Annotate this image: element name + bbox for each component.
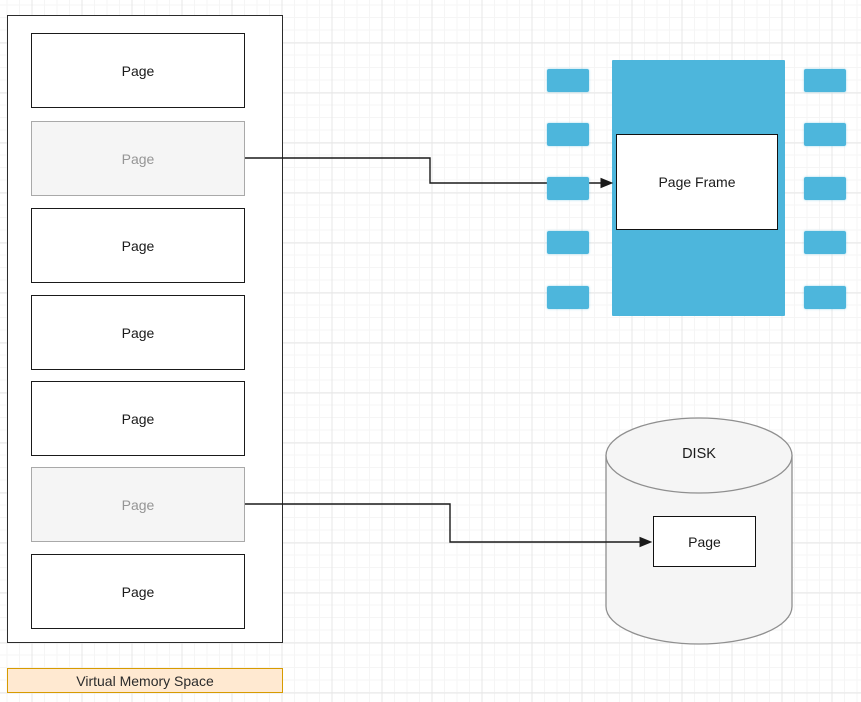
vm-page-5: Page	[31, 381, 245, 456]
page-frame-box: Page Frame	[616, 134, 778, 230]
disk-page-box: Page	[653, 516, 756, 567]
disk-title: DISK	[682, 446, 716, 462]
vm-page-6: Page	[31, 467, 245, 542]
chip-pin-left-3	[547, 177, 589, 200]
virtual-memory-space-label: Virtual Memory Space	[7, 668, 283, 693]
chip-pin-right-4	[804, 231, 846, 254]
vm-page-4: Page	[31, 295, 245, 370]
arrow-page-to-disk	[245, 503, 653, 548]
chip-pin-right-5	[804, 286, 846, 309]
vm-page-7: Page	[31, 554, 245, 629]
vm-page-1: Page	[31, 33, 245, 108]
vm-page-2: Page	[31, 121, 245, 196]
chip-pin-right-3	[804, 177, 846, 200]
vm-page-3: Page	[31, 208, 245, 283]
chip-pin-left-2	[547, 123, 589, 146]
chip-pin-right-1	[804, 69, 846, 92]
arrowhead-icon	[600, 177, 614, 189]
chip-pin-left-4	[547, 231, 589, 254]
chip-pin-left-5	[547, 286, 589, 309]
chip-pin-left-1	[547, 69, 589, 92]
chip-pin-right-2	[804, 123, 846, 146]
disk-cylinder-top	[605, 417, 793, 494]
